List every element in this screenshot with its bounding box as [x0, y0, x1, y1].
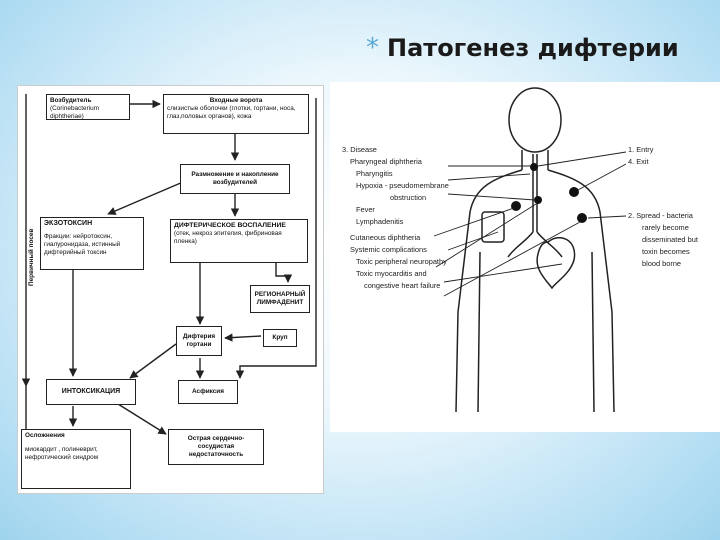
dot-throat	[569, 187, 579, 197]
label-pharyngitis: Pharyngitis	[356, 169, 393, 178]
entry-heading: Входные ворота	[209, 97, 263, 104]
label-lymphadenitis: Lymphadenitis	[356, 217, 404, 226]
label-disease: 3. Disease	[342, 145, 377, 154]
arrow-inflammation-lymph	[275, 263, 293, 283]
complications-box: Осложнения миокардит , полиневрит, нефро…	[21, 429, 131, 489]
lymphadenitis-text: РЕГИОНАРНЫЙ ЛИМФАДЕНИТ	[254, 291, 306, 306]
bronchi	[507, 231, 563, 258]
asphyxia-text: Асфиксия	[192, 388, 224, 395]
skin-lesion	[481, 211, 505, 243]
pathogen-detail: (Corinebacterium diphtheriae)	[50, 105, 100, 120]
label-spread: 2. Spread - bacteria	[628, 211, 693, 220]
label-exit: 4. Exit	[628, 157, 649, 166]
body-diagram: 3. Disease Pharyngeal diphtheria Pharyng…	[330, 82, 720, 432]
larynx-text: Дифтерия гортани	[182, 333, 216, 348]
exotoxin-box: ЭКЗОТОКСИН Фракции: нейротоксин, гиалуро…	[40, 217, 144, 270]
label-pharyngeal: Pharyngeal diphtheria	[350, 157, 422, 166]
label-neuropathy: Toxic peripheral neuropathy	[356, 257, 447, 266]
neck-outline	[521, 150, 549, 170]
slide-title: * Патогенез дифтерии	[366, 28, 679, 68]
inflammation-box: ДИФТЕРИЧЕСКОЕ ВОСПАЛЕНИЕ (отек, некроз э…	[170, 219, 308, 263]
label-cutaneous: Cutaneous diphtheria	[350, 233, 421, 242]
arrow-intoxication-vascular	[117, 403, 167, 435]
vascular-text: Острая сердечно-сосудистая недостаточнос…	[187, 435, 245, 458]
dot-nasopharynx	[530, 163, 538, 171]
heart-outline	[536, 237, 576, 290]
multiplication-box: Размножение и накопление возбудителей	[180, 164, 290, 194]
complications-heading: Осложнения	[25, 432, 65, 439]
dot-neck	[511, 201, 521, 211]
exotoxin-detail: Фракции: нейротоксин, гиалуронидаза, ист…	[44, 232, 121, 256]
label-spread-3: disseminated but	[642, 235, 698, 244]
arrow-multiplication-exotoxin	[107, 181, 184, 215]
pathogenesis-flowchart: Возбудитель (Corinebacterium diphtheriae…	[17, 85, 324, 494]
label-obstruction: obstruction	[390, 193, 427, 202]
croup-box: Круп	[263, 329, 297, 347]
label-spread-5: blood borne	[642, 259, 682, 268]
label-hypoxia: Hypoxia - pseudomembrane	[356, 181, 449, 190]
intoxication-box: ИНТОКСИКАЦИЯ	[46, 379, 136, 405]
croup-text: Круп	[272, 334, 288, 341]
exotoxin-heading: ЭКЗОТОКСИН	[44, 220, 93, 227]
label-heart-failure: congestive heart failure	[364, 281, 441, 290]
torso-right-outline	[547, 169, 615, 413]
label-systemic: Systemic complications	[350, 245, 427, 254]
inflammation-detail: (отек, некроз эпителия, фибриновая пленк…	[174, 230, 282, 246]
multiplication-text: Размножение и накопление возбудителей	[191, 171, 279, 186]
intoxication-text: ИНТОКСИКАЦИЯ	[61, 387, 121, 395]
dot-heart	[577, 213, 587, 223]
arrow-larynx-intoxication	[129, 343, 177, 379]
complications-detail: миокардит , полиневрит, нефротический си…	[25, 446, 99, 461]
left-arm-inner	[477, 251, 481, 413]
entry-detail: слизистые оболочки (глотки, гортани, нос…	[167, 105, 296, 120]
head-outline	[508, 87, 562, 153]
pathogen-box: Возбудитель (Corinebacterium diphtheriae…	[46, 94, 130, 120]
label-fever: Fever	[356, 205, 375, 214]
slide-title-text: Патогенез дифтерии	[387, 34, 679, 62]
torso-left-outline	[455, 169, 523, 413]
dot-larynx	[534, 196, 542, 204]
side-label: Первичный посев	[28, 228, 35, 286]
vascular-box: Острая сердечно-сосудистая недостаточнос…	[168, 429, 264, 465]
arrow-croup-larynx	[224, 333, 262, 342]
arrow-right-vertical	[235, 98, 317, 379]
label-myocarditis: Toxic myocarditis and	[356, 269, 427, 278]
lymphadenitis-box: РЕГИОНАРНЫЙ ЛИМФАДЕНИТ	[250, 285, 310, 313]
label-spread-4: toxin becomes	[642, 247, 690, 256]
entry-box: Входные ворота слизистые оболочки (глотк…	[163, 94, 309, 134]
asphyxia-box: Асфиксия	[178, 380, 238, 404]
inflammation-heading: ДИФТЕРИЧЕСКОЕ ВОСПАЛЕНИЕ	[174, 222, 286, 229]
larynx-box: Дифтерия гортани	[176, 326, 222, 356]
flowchart-arrows	[21, 94, 317, 442]
title-star-icon: *	[366, 33, 379, 63]
right-arm-inner	[591, 251, 595, 413]
label-spread-2: rarely become	[642, 223, 689, 232]
body-outline	[433, 87, 627, 413]
label-entry: 1. Entry	[628, 145, 654, 154]
pathogen-heading: Возбудитель	[50, 97, 92, 104]
